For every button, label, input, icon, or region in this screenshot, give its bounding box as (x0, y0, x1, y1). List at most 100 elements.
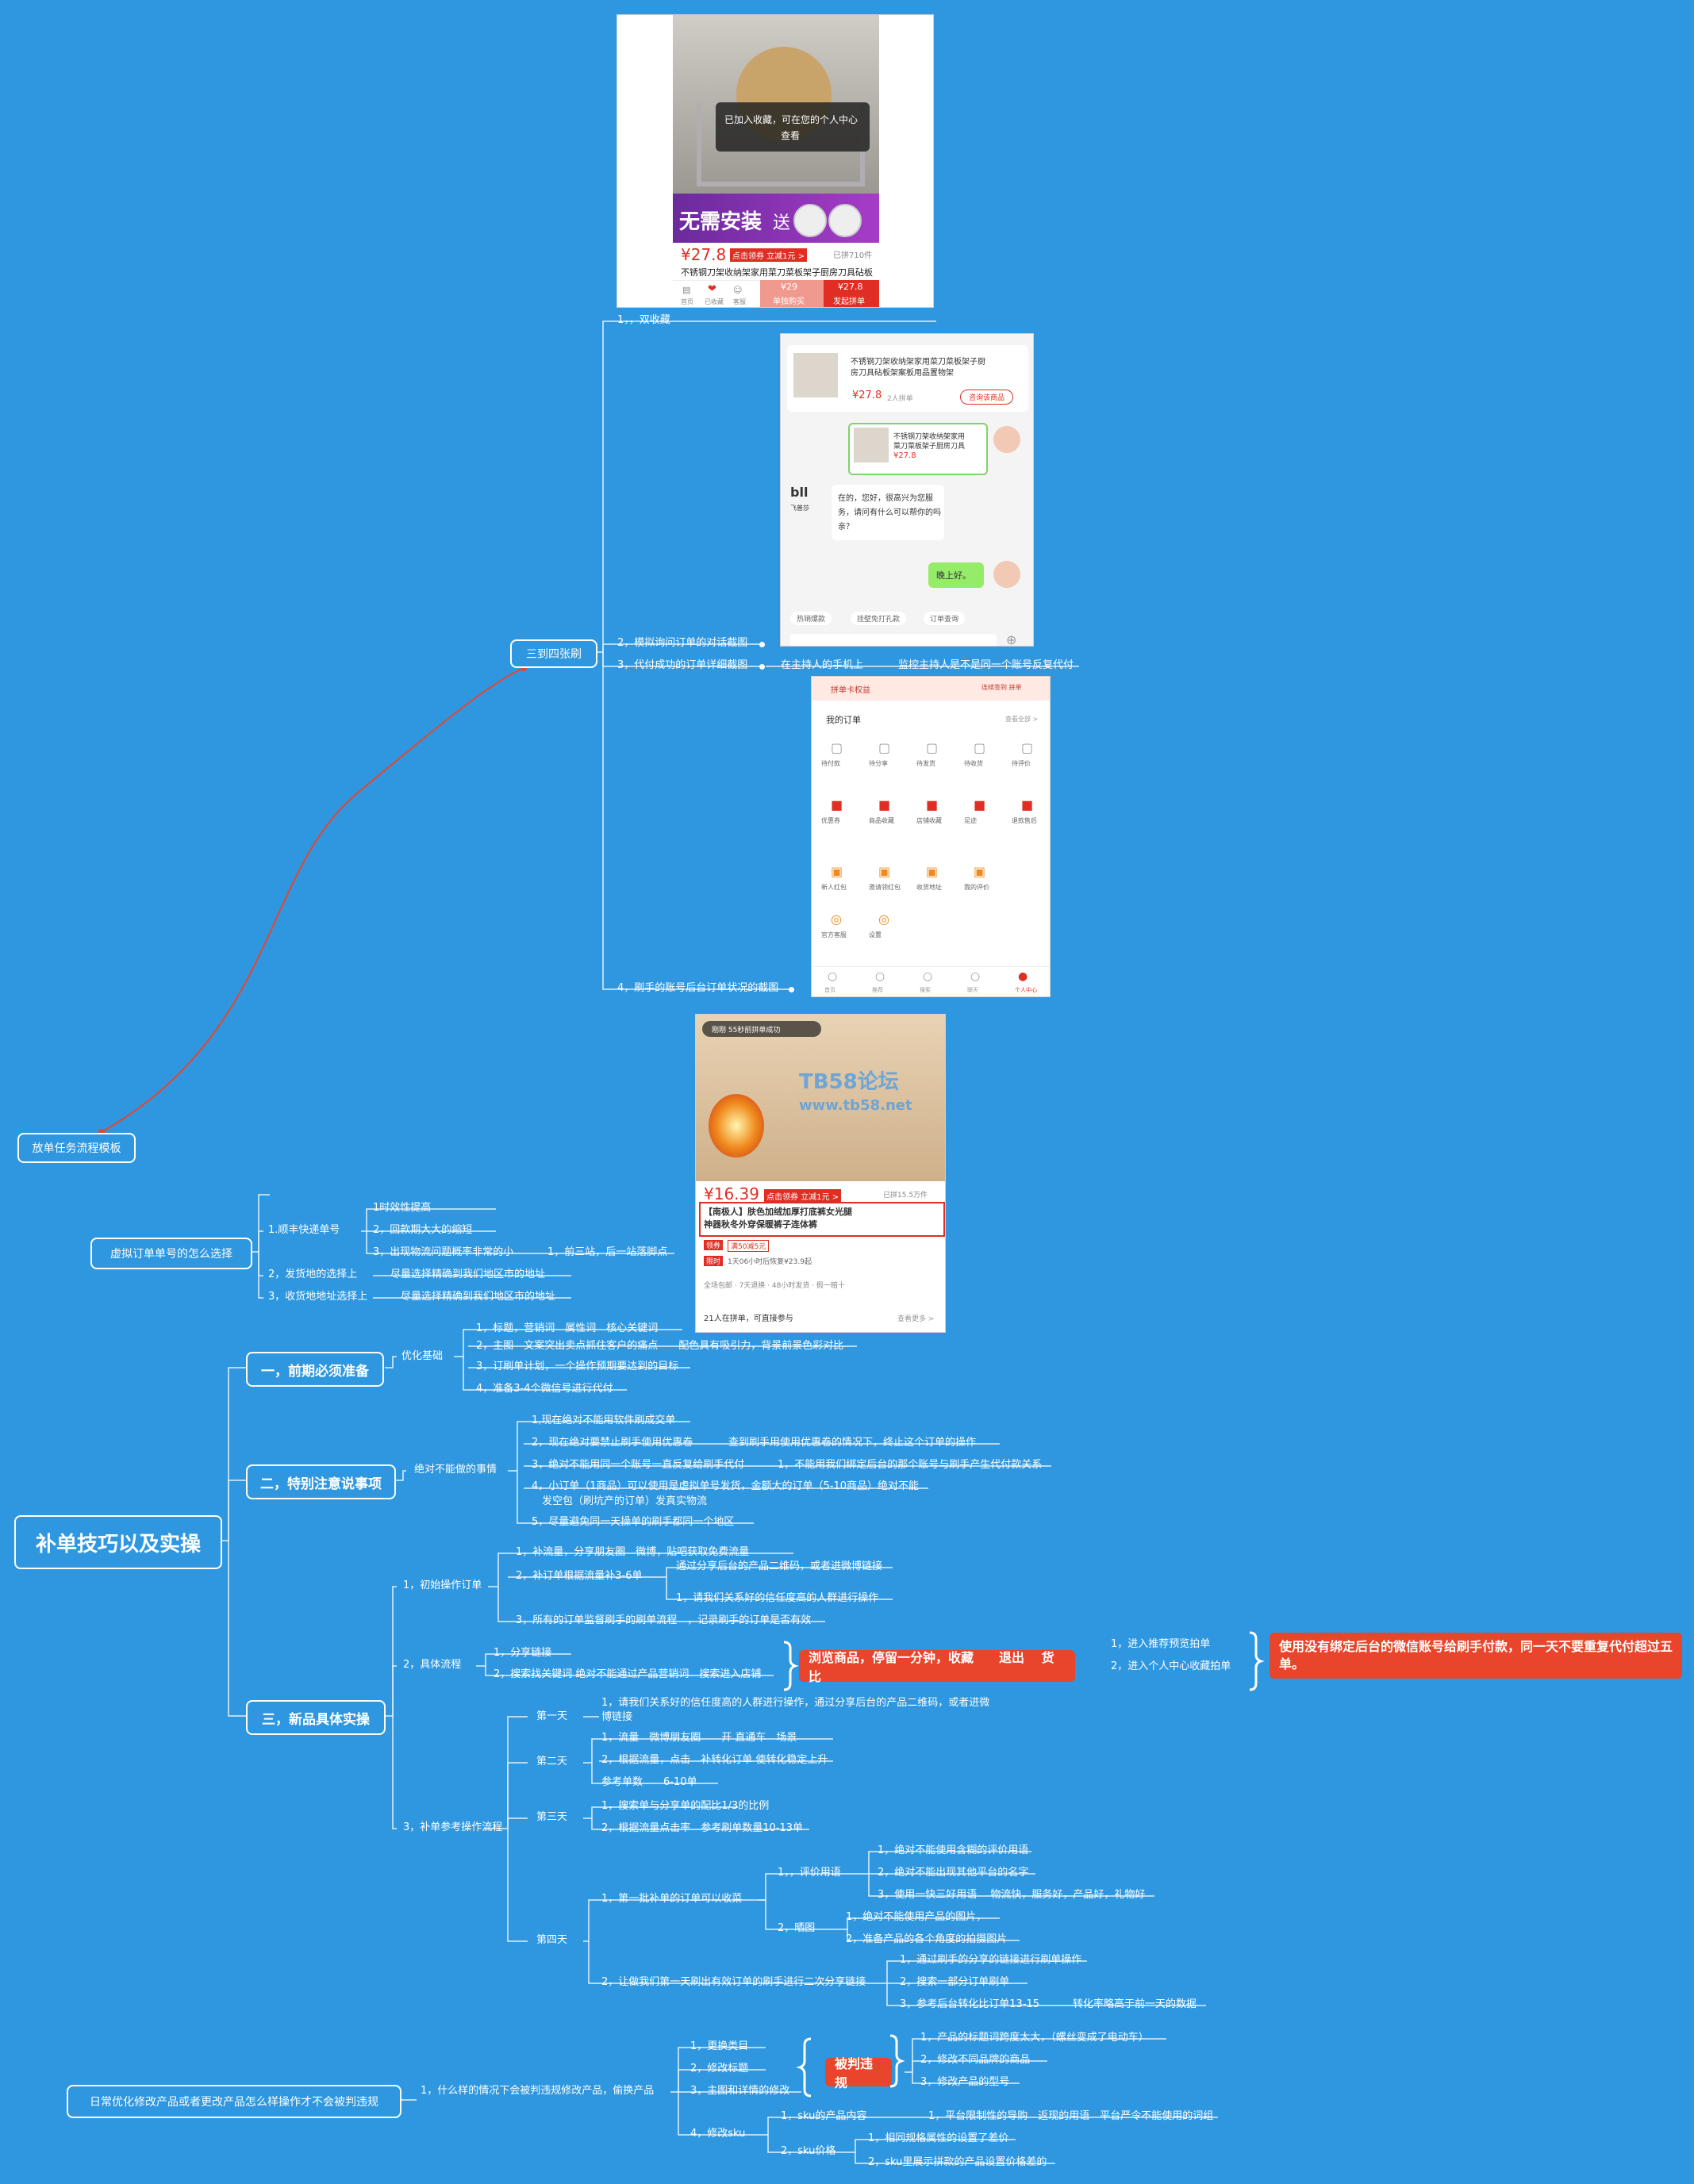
user-avatar-2 (993, 561, 1020, 588)
menu-icon[interactable]: ▣ (926, 864, 939, 879)
tf-note-3b: 监控主持人是不是同一个账号反复代付 (898, 659, 1074, 671)
tag-1: 满50减5元 (728, 1240, 770, 1252)
browse-node[interactable]: 浏览商品，停留一分钟，收藏 退出 货比 (799, 1650, 1075, 1684)
violation-item-3: 3，修改产品的型号 (920, 2076, 1010, 2088)
day3-label: 第三天 (536, 1811, 568, 1823)
flow-out-2: 2，进入个人中心收藏拍单 (1111, 1660, 1231, 1672)
menu-icon[interactable]: ▢ (926, 740, 939, 755)
caution-item-4a: 4，小订单（1商品）可以使用是虚拟单号发货，金额大的订单（5-10商品）绝对不能 (532, 1480, 920, 1492)
success-notice: 刚刚 55秒前拼单成功 (712, 1027, 781, 1034)
eval-item-3: 3，使用一快三好用语 物流快，服务好，产品好，礼物好 (878, 1889, 1146, 1901)
see-more[interactable]: 查看更多 > (897, 1315, 935, 1323)
day4-a: 1，第一批补单的订单可以收菜 (601, 1893, 743, 1905)
nav-icon[interactable]: ○ (828, 970, 838, 983)
screenshot-orders: 拼单卡权益 连续签到 拼单 我的订单 查看全部 > ▢待付款▢待分享▢待发货▢待… (811, 676, 1051, 997)
prep-item-3: 3，订刷单计划，一个操作预期要达到的目标 (476, 1361, 679, 1372)
menu-label: 足迹 (964, 817, 977, 824)
ask-button[interactable]: 咨询该商品 (960, 390, 1014, 405)
day1-item-b: 博链接 (601, 1711, 633, 1723)
virtual-order-node[interactable]: 虚拟订单单号的怎么选择 (90, 1238, 252, 1269)
day2-item-1: 1，流量 微博朋友圈 开 直通车 场景 (601, 1732, 797, 1744)
quick-tab-3[interactable]: 订单查询 (924, 612, 966, 625)
plus-icon[interactable]: ⊕ (1006, 632, 1017, 647)
tf-item-4: 4，刷手的账号后台订单状况的截图 (617, 982, 779, 994)
view-all[interactable]: 查看全部 > (1005, 716, 1039, 723)
card-name-2: 菜刀菜板架子厨房刀具 (893, 443, 966, 451)
menu-label: 邀请领红包 (869, 884, 901, 891)
single-price[interactable]: ¥29 (781, 282, 797, 292)
nav-cs: 客服 (733, 298, 746, 305)
express-item-3: 3，出现物流问题概率非常的小 (373, 1246, 514, 1258)
home-icon[interactable]: ▤ (682, 285, 691, 295)
watermark-title: TB58论坛 (799, 1070, 899, 1094)
prep-node[interactable]: 一，前期必须准备 (246, 1352, 384, 1387)
tag-1-label: 领券 (704, 1240, 724, 1250)
menu-icon[interactable]: ▢ (974, 740, 986, 755)
menu-icon[interactable]: ▢ (878, 740, 891, 755)
root-node[interactable]: 补单技巧以及实操 (14, 1515, 222, 1569)
init-sub-2: 1，请我们关系好的信任度高的人群进行操作 (676, 1592, 879, 1604)
express-item-1: 1时效性提高 (373, 1202, 432, 1214)
group-price[interactable]: ¥27.8 (838, 282, 863, 292)
share-note: 转化率略高于前一天的数据 (1073, 1998, 1197, 2010)
daily-node[interactable]: 日常优化修改产品或者更改产品怎么样操作才不会被判违规 (67, 2085, 401, 2118)
daily-item-3: 3，主图和详情的修改 (690, 2085, 790, 2097)
warn-node[interactable]: 使用没有绑定后台的微信账号给刷手付款，同一天不要重复代付超过五单。 (1270, 1633, 1682, 1679)
watermark-url: www.tb58.net (799, 1097, 912, 1114)
menu-icon[interactable]: ■ (926, 797, 939, 812)
group-buy[interactable]: 发起拼单 (833, 297, 865, 306)
eval-label: 1，，评价用语 (778, 1867, 841, 1879)
init-sub-1: 通过分享后台的产品二维码，或者进微博链接 (676, 1560, 883, 1572)
toast-line-1: 已加入收藏，可在您的个人中心 (724, 114, 859, 125)
violation-item-1: 1，产品的标题词跨度太大，（螺丝变成了电动车） (920, 2032, 1149, 2044)
screenshot-favorite: 无需安装 送 已加入收藏，可在您的个人中心 查看 ¥27.8 点击领券 立减1元… (617, 14, 934, 308)
menu-label: 退款售后 (1012, 817, 1037, 824)
nav-label: 搜索 (920, 987, 931, 993)
new-product-node[interactable]: 三，新品具体实操 (246, 1700, 386, 1735)
menu-icon[interactable]: ◎ (831, 912, 842, 927)
nav-icon[interactable]: ○ (875, 970, 885, 983)
violation-node[interactable]: 被判违规 (825, 2056, 892, 2090)
menu-label: 我的评价 (964, 884, 989, 891)
single-buy[interactable]: 单独购买 (773, 297, 805, 306)
quick-tab-1[interactable]: 热销爆款 (790, 612, 832, 625)
nav-icon[interactable]: ○ (923, 970, 933, 983)
heart-icon[interactable]: ❤ (708, 283, 716, 295)
photo-item-1: 1，绝对不能使用产品的图片， (846, 1911, 987, 1923)
menu-label: 待收货 (964, 760, 983, 767)
template-node[interactable]: 放单任务流程模板 (17, 1133, 136, 1163)
menu-icon[interactable]: ▣ (974, 864, 986, 879)
quick-tab-2[interactable]: 挂壁免打孔款 (851, 612, 907, 625)
day2-item-2: 2，根据流量，点击 补转化订单 使转化稳定上升 (601, 1754, 828, 1766)
menu-icon[interactable]: ◎ (878, 912, 889, 927)
three-four-node[interactable]: 三到四张刷 (510, 639, 597, 668)
chat-product-price: ¥27.8 (852, 390, 882, 401)
nav-icon[interactable]: ● (1018, 970, 1028, 983)
shop-logo-icon: bll (790, 485, 809, 500)
gift-text: 送 (773, 213, 791, 233)
chat-input[interactable] (790, 634, 997, 646)
menu-icon[interactable]: ▣ (831, 864, 843, 879)
menu-icon[interactable]: ■ (1021, 797, 1034, 812)
menu-icon[interactable]: ■ (878, 797, 891, 812)
menu-icon[interactable]: ■ (831, 797, 843, 812)
chat-icon[interactable]: ☺ (733, 285, 743, 295)
menu-icon[interactable]: ▢ (831, 740, 843, 755)
sold: 已拼710件 (833, 251, 873, 260)
screenshot-product: 刚刚 55秒前拼单成功 TB58论坛 www.tb58.net ¥16.39 点… (695, 1014, 946, 1333)
menu-label: 新人红包 (821, 884, 847, 891)
sku-price-item-2: 2，sku里展示拼款的产品设置价格差的 (868, 2156, 1047, 2168)
sku-content-note: 1，平台限制性的导购 返现的用语 平台严令不能使用的词组 (928, 2110, 1214, 2122)
daily-q: 1，什么样的情况下会被判违规修改产品，偷换产品 (421, 2085, 655, 2097)
reply-3: 亲？ (838, 523, 854, 532)
menu-icon[interactable]: ■ (974, 797, 986, 812)
share-item-3: 3，参考后台转化比订单13-15 (900, 1998, 1040, 2010)
nav-icon[interactable]: ○ (970, 970, 981, 983)
eval-item-1: 1，绝对不能使用含糊的评价用语 (878, 1844, 1029, 1856)
caution-node[interactable]: 二，特别注意说事项 (246, 1464, 396, 1499)
menu-icon[interactable]: ▣ (878, 864, 891, 879)
caution-note-2: 查到刷手用使用优惠卷的情况下，终止这个订单的操作 (728, 1437, 977, 1449)
price-2: ¥16.39 (704, 1184, 759, 1203)
menu-icon[interactable]: ▢ (1021, 740, 1034, 755)
